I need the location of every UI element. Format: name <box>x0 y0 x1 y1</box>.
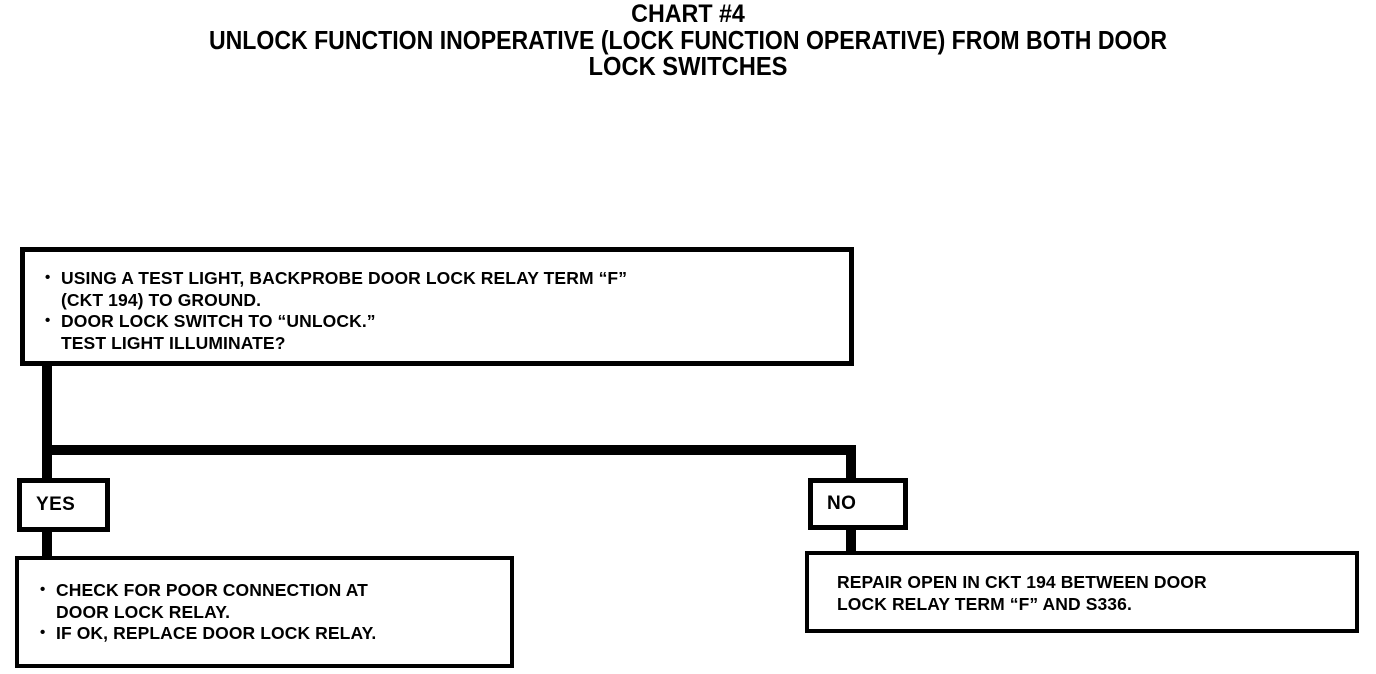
test-step-box: USING A TEST LIGHT, BACKPROBE DOOR LOCK … <box>20 247 854 366</box>
test-step-line-3: DOOR LOCK SWITCH TO “UNLOCK.” <box>61 311 376 331</box>
test-step-line-2-wrap: (CKT 194) TO GROUND. <box>45 290 627 312</box>
title-line-subject: UNLOCK FUNCTION INOPERATIVE (LOCK FUNCTI… <box>208 26 1168 55</box>
test-step-bullet-1: USING A TEST LIGHT, BACKPROBE DOOR LOCK … <box>45 267 628 290</box>
test-step-line-1: USING A TEST LIGHT, BACKPROBE DOOR LOCK … <box>61 268 628 288</box>
title-line-subject-cont: LOCK SWITCHES <box>588 52 788 81</box>
branch-label-no: NO <box>808 478 908 530</box>
connector-no-result-stub <box>846 526 856 554</box>
yes-result-line-2-wrap: DOOR LOCK RELAY. <box>40 602 376 624</box>
connector-split-bar <box>42 445 856 455</box>
connector-no-down <box>846 445 856 481</box>
test-step-line-2: (CKT 194) TO GROUND. <box>61 289 262 310</box>
connector-yes-down <box>42 445 52 481</box>
branch-label-no-text: NO <box>827 493 857 514</box>
no-result-line-2-wrap: LOCK RELAY TERM “F” AND S336. <box>837 594 1207 616</box>
branch-label-yes: YES <box>17 478 110 532</box>
no-result-line-1: REPAIR OPEN IN CKT 194 BETWEEN DOOR <box>837 572 1207 592</box>
test-step-line-4: TEST LIGHT ILLUMINATE? <box>61 332 286 353</box>
yes-result-line-3: IF OK, REPLACE DOOR LOCK RELAY. <box>56 623 377 643</box>
no-result-line-2: LOCK RELAY TERM “F” AND S336. <box>837 593 1132 614</box>
no-result-box: REPAIR OPEN IN CKT 194 BETWEEN DOOR LOCK… <box>805 551 1359 633</box>
no-result-line-1-wrap: REPAIR OPEN IN CKT 194 BETWEEN DOOR <box>837 572 1207 594</box>
yes-result-line-2: DOOR LOCK RELAY. <box>56 601 231 622</box>
connector-yes-result-stub <box>42 528 52 558</box>
page-title: CHART #4 UNLOCK FUNCTION INOPERATIVE (LO… <box>0 0 1376 81</box>
connector-test-down <box>42 363 52 455</box>
yes-result-line-1: CHECK FOR POOR CONNECTION AT <box>56 580 368 600</box>
title-line-chart-number: CHART #4 <box>631 0 745 28</box>
branch-label-yes-text: YES <box>36 494 76 515</box>
yes-result-bullet-1: CHECK FOR POOR CONNECTION AT <box>40 579 376 602</box>
test-step-bullet-2: DOOR LOCK SWITCH TO “UNLOCK.” <box>45 310 627 333</box>
yes-result-bullet-2: IF OK, REPLACE DOOR LOCK RELAY. <box>40 622 377 645</box>
test-step-line-4-wrap: TEST LIGHT ILLUMINATE? <box>45 333 627 355</box>
yes-result-box: CHECK FOR POOR CONNECTION AT DOOR LOCK R… <box>15 556 514 668</box>
